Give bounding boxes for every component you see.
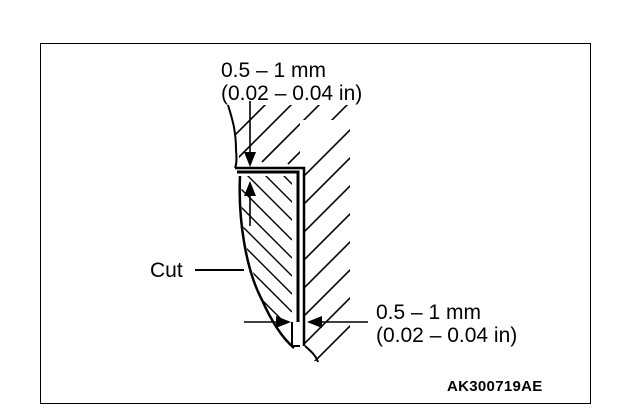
upper-edge-curve xyxy=(227,104,238,169)
figure-frame xyxy=(40,43,591,404)
cut-label: Cut xyxy=(150,259,183,282)
top-dimension-metric-label: 0.5 – 1 mm xyxy=(221,59,327,82)
top-dimension-arrows xyxy=(244,101,256,226)
outer-body-hatching xyxy=(305,120,350,362)
top-dimension-imperial-label: (0.02 – 0.04 in) xyxy=(221,82,363,105)
inner-gap-line xyxy=(291,322,300,347)
inner-piece-outline xyxy=(237,170,300,322)
cut-edge-curve xyxy=(238,175,295,349)
side-dimension-metric-label: 0.5 – 1 mm xyxy=(376,301,482,324)
upper-body-hatching xyxy=(228,105,350,167)
side-dimension-imperial-label: (0.02 – 0.04 in) xyxy=(376,324,518,347)
side-dimension-arrows xyxy=(244,316,368,328)
figure-code-label: AK300719AE xyxy=(447,378,543,395)
groove-outline xyxy=(235,166,306,346)
lower-edge-curve xyxy=(304,345,319,363)
